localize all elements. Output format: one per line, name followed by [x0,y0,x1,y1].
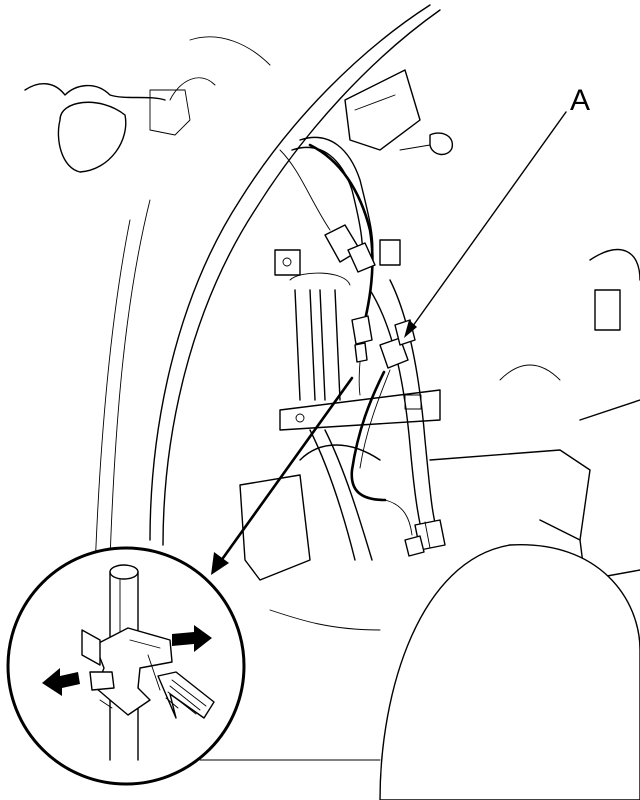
detail-circle [6,546,246,786]
lower-components [239,249,640,631]
strut-mount [24,36,271,173]
detail-arrow-left [42,668,80,696]
harness-and-connectors [308,143,416,536]
foreground-tire [199,544,640,800]
callout-a-leader [404,111,567,338]
detail-clip [81,627,173,716]
detail-arrow-press [157,671,215,719]
detail-arrow-right [172,625,212,652]
wheel-well-arch [94,4,441,571]
callout-label-a: A [570,84,591,117]
detail-pointer-arrow [211,376,354,575]
